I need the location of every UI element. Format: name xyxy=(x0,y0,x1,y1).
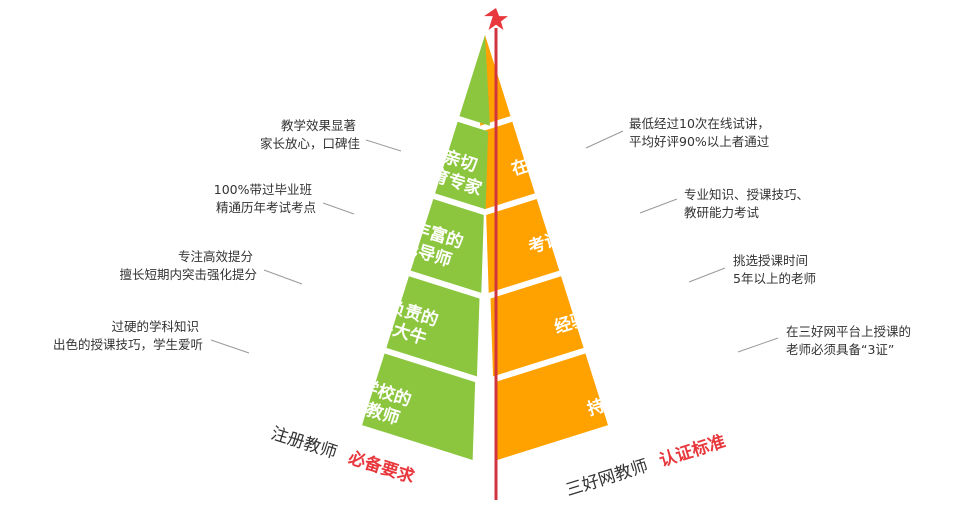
left-tier-3 xyxy=(490,276,584,377)
right-tier-1 xyxy=(435,121,489,210)
right-leader-4 xyxy=(737,337,779,353)
left-caption-main: 注册教师 xyxy=(268,424,339,464)
left-leader-1 xyxy=(365,139,402,152)
left-tier-2 xyxy=(486,199,560,293)
left-notes: 教学效果显著 家长放心，口碑佳 100%带过毕业班 精通历年考试考点 专注高效提… xyxy=(53,118,360,352)
right-apex-band xyxy=(459,35,490,126)
right-note-3: 挑选授课时间 5年以上的老师 xyxy=(733,253,816,286)
left-leader-3 xyxy=(263,269,303,285)
left-tier-4 xyxy=(494,353,608,460)
right-leader-1 xyxy=(585,130,624,149)
left-note-1: 教学效果显著 家长放心，口碑佳 xyxy=(260,118,360,151)
left-note-4: 过硬的学科知识 出色的授课技巧，学生爱听 xyxy=(53,319,203,352)
right-note-2: 专业知识、授课技巧、 教研能力考试 xyxy=(684,187,813,220)
right-tier-4 xyxy=(362,353,476,460)
star-icon xyxy=(484,8,508,30)
right-caption-main: 三好网教师 xyxy=(563,456,650,501)
right-tier-3 xyxy=(386,276,480,377)
right-notes: 最低经过10次在线试讲， 平均好评90%以上者通过 专业知识、授课技巧、 教研能… xyxy=(629,116,915,357)
right-caption: 三好网教师 认证标准 xyxy=(563,431,728,501)
left-leader-lines xyxy=(210,139,402,354)
left-note-3: 专注高效提分 擅长短期内突击强化提分 xyxy=(119,249,257,282)
right-note-1: 最低经过10次在线试讲， 平均好评90%以上者通过 xyxy=(629,116,774,149)
left-leader-4 xyxy=(210,339,250,354)
left-caption-accent: 必备要求 xyxy=(345,447,417,488)
right-caption-accent: 认证标准 xyxy=(657,431,728,471)
right-leader-lines xyxy=(585,130,779,353)
right-leader-3 xyxy=(688,267,726,283)
left-leader-2 xyxy=(322,202,355,215)
right-tier-2 xyxy=(410,199,484,293)
left-note-2: 100%带过毕业班 精通历年考试考点 xyxy=(214,182,316,215)
right-note-4: 在三好网平台上授课的 老师必须具备“3证” xyxy=(786,324,915,357)
right-leader-2 xyxy=(639,198,678,214)
right-pyramid xyxy=(362,35,490,460)
